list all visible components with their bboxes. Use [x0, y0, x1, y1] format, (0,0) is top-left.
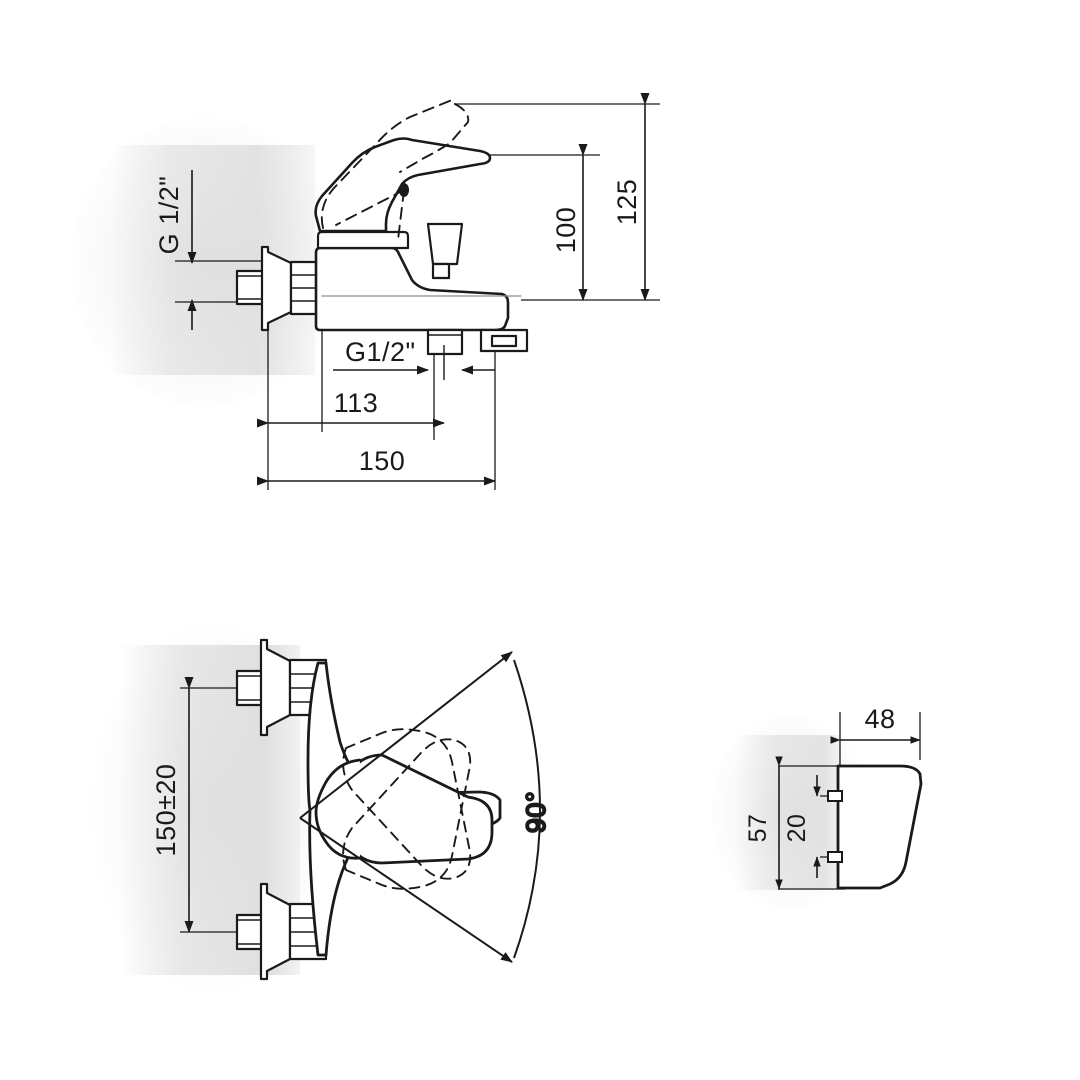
dimension-label-100: 100 [551, 207, 581, 254]
dimension-label-outlet-thread: G1/2" [345, 337, 416, 367]
dimension-spout-height: 100 [551, 144, 588, 301]
swing-angle-arc: 90° [299, 651, 552, 963]
dimension-label-48: 48 [864, 704, 895, 734]
dimension-label-150: 150 [359, 446, 406, 476]
mounting-tabs [827, 790, 843, 863]
dimension-label-125: 125 [612, 179, 642, 226]
plan-inlet-upper [235, 638, 328, 737]
cartridge-collar [316, 230, 410, 250]
plan-lever-rotated-dashed [342, 728, 472, 890]
dimension-body-depth: 48 [830, 704, 921, 744]
side-elevation-view: 100 125 G 1/2" G1/2" 113 150 [154, 93, 660, 490]
body-profile-outline [836, 764, 923, 890]
dimension-label-150pm20: 150±20 [151, 764, 181, 857]
dimension-inlet-thread: G 1/2" [154, 170, 197, 330]
dimension-label-113: 113 [334, 388, 379, 418]
dimension-inlet-centres: 150±20 [151, 677, 194, 933]
dimension-body-height: 57 [744, 756, 783, 890]
dimension-overall-height: 125 [612, 93, 650, 301]
outlet-assembly [426, 328, 529, 356]
dimension-label-90deg: 90° [521, 791, 551, 833]
dimension-label-inlet-thread: G 1/2" [154, 176, 184, 255]
lever-handle-open-dashed [320, 99, 470, 241]
dimension-overall-projection: 150 [257, 446, 496, 486]
dimension-label-20: 20 [783, 814, 811, 843]
dimension-outlet-projection: 113 [257, 388, 445, 428]
plan-view: 90° 150±20 [151, 638, 552, 981]
profile-detail-view: 48 57 20 [744, 704, 923, 890]
dimension-mount-spacing: 20 [783, 775, 821, 878]
diverter-knob [426, 222, 464, 280]
dimension-outlet-thread: G1/2" [333, 337, 495, 380]
dimension-label-57: 57 [744, 814, 772, 843]
